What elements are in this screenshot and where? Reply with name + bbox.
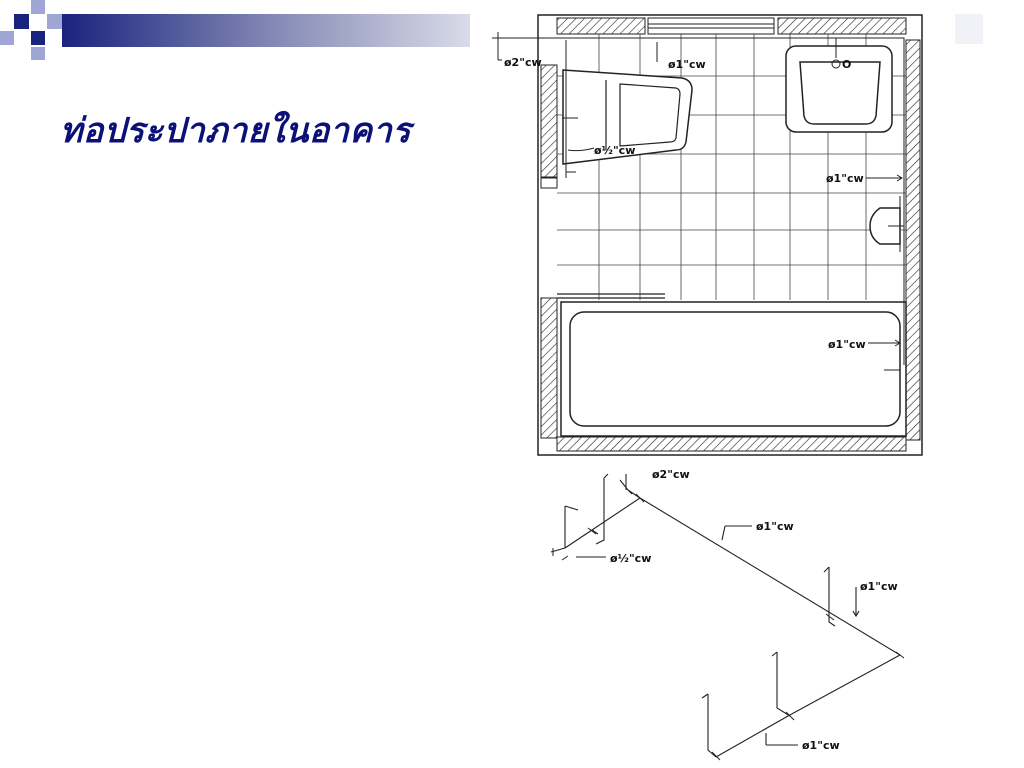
floor-plan: O bbox=[492, 14, 923, 456]
deco-square-light bbox=[31, 0, 45, 14]
plan-label-main-2in: ø2"cw bbox=[504, 56, 542, 69]
deco-square-dark bbox=[31, 31, 45, 45]
deco-square-light bbox=[31, 47, 45, 60]
plan-outer-frame bbox=[537, 14, 923, 456]
iso-main-run bbox=[639, 497, 901, 656]
door-jamb bbox=[540, 177, 558, 189]
header-gradient-bar bbox=[62, 14, 470, 47]
wall-top-right bbox=[777, 17, 907, 35]
iso-label-run-1in-lower: ø1"cw bbox=[802, 739, 840, 752]
bathtub-basin bbox=[569, 311, 901, 427]
iso-label-main-2in: ø2"cw bbox=[652, 468, 690, 481]
plan-label-tub-1in: ø1"cw bbox=[828, 338, 866, 351]
isometric-diagram bbox=[550, 473, 905, 761]
fixture-letter: O bbox=[842, 58, 851, 71]
plan-label-toilet-half-in: ø½"cw bbox=[594, 144, 635, 157]
deco-square-dark bbox=[14, 14, 29, 29]
plan-leaders bbox=[567, 147, 903, 347]
iso-label-run-1in-upper: ø1"cw bbox=[756, 520, 794, 533]
wall-right bbox=[905, 39, 921, 441]
iso-label-riser-1in: ø1"cw bbox=[860, 580, 898, 593]
iso-label-branch-half-in: ø½"cw bbox=[610, 552, 651, 565]
header-decoration bbox=[0, 0, 983, 60]
deco-square-light bbox=[0, 31, 14, 45]
sink-basin bbox=[799, 61, 881, 125]
plan-pipes bbox=[492, 32, 905, 371]
wall-left-upper bbox=[540, 64, 558, 178]
wall-top-left bbox=[556, 17, 646, 35]
window-top bbox=[647, 17, 775, 35]
wall-left-lower bbox=[540, 297, 558, 439]
deco-square-faint bbox=[955, 14, 983, 44]
plan-label-bidet-1in: ø1"cw bbox=[826, 172, 864, 185]
toilet-seat bbox=[619, 83, 681, 147]
bidet-fixture bbox=[869, 207, 901, 245]
plan-label-sink-1in: ø1"cw bbox=[668, 58, 706, 71]
slide-title: ท่อประปาภายในอาคาร bbox=[60, 111, 411, 151]
deco-square-light bbox=[47, 14, 62, 29]
wall-bottom bbox=[556, 436, 907, 452]
